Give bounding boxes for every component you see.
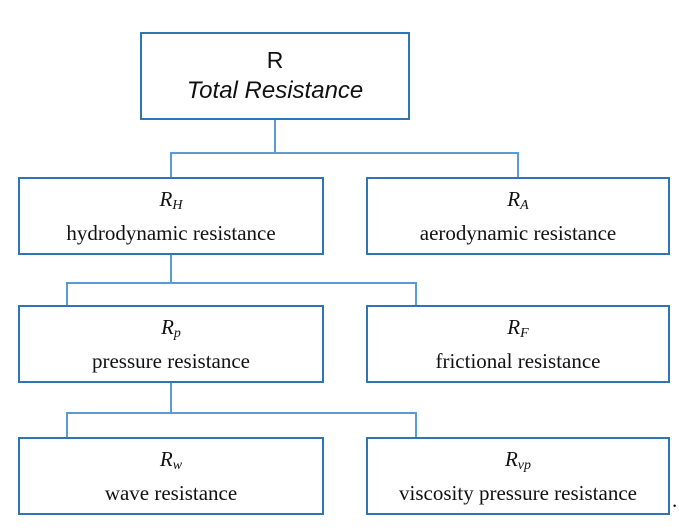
node-symbol: RF — [507, 314, 529, 341]
node-symbol: Rp — [161, 314, 181, 341]
node-aerodynamic-resistance: RA aerodynamic resistance — [366, 177, 670, 255]
node-symbol: RH — [159, 186, 183, 213]
node-wave-resistance: Rw wave resistance — [18, 437, 324, 515]
node-label: viscosity pressure resistance — [399, 480, 637, 505]
node-label: wave resistance — [104, 480, 238, 505]
connector-branch-rh-ra — [170, 152, 519, 177]
node-symbol: RA — [507, 186, 529, 213]
node-symbol: Rvp — [504, 446, 532, 473]
node-frictional-resistance: RF frictional resistance — [366, 305, 670, 383]
node-total-resistance: R Total Resistance — [140, 32, 410, 120]
node-label: pressure resistance — [91, 348, 250, 373]
node-label: aerodynamic resistance — [419, 220, 617, 245]
node-label: hydrodynamic resistance — [66, 220, 276, 245]
node-label: Total Resistance — [186, 77, 364, 104]
node-hydrodynamic-resistance: RH hydrodynamic resistance — [18, 177, 324, 255]
trailing-period: . — [672, 488, 678, 512]
connector-branch-rp-rf — [66, 282, 417, 305]
connector-branch-rw-rvp — [66, 412, 417, 437]
node-viscosity-pressure-resistance: Rvp viscosity pressure resistance — [366, 437, 670, 515]
node-pressure-resistance: Rp pressure resistance — [18, 305, 324, 383]
node-symbol: R — [266, 47, 284, 73]
node-symbol: Rw — [159, 446, 183, 473]
node-label: frictional resistance — [435, 348, 601, 373]
